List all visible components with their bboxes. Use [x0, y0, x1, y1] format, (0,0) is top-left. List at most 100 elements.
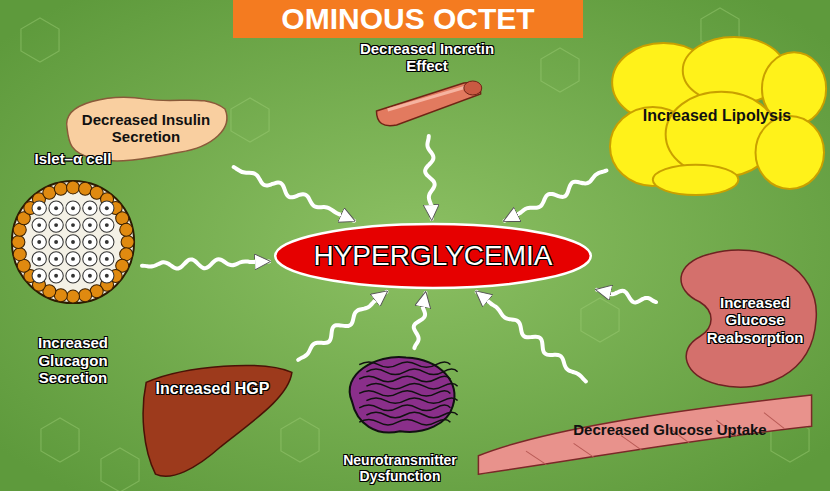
beta-cell [100, 252, 114, 266]
beta-cell [100, 201, 114, 215]
tube-shape [372, 80, 484, 130]
alpha-cell [67, 181, 80, 194]
cell-nucleus [37, 274, 41, 278]
alpha-cell [120, 223, 133, 236]
hexagon-mark [101, 448, 139, 491]
tube-figure [376, 81, 481, 126]
node-label: Decreased Glucose Uptake [573, 421, 766, 438]
wavy-arrow [477, 292, 586, 382]
cell-nucleus [88, 206, 92, 210]
node-label: Decreased Incretin Effect [356, 40, 498, 75]
beta-cell [83, 201, 97, 215]
brain-fold [366, 398, 457, 403]
islet-figure [12, 181, 134, 303]
beta-cell [83, 235, 97, 249]
beta-cell [100, 235, 114, 249]
cell-nucleus [105, 206, 109, 210]
node-label: Increased Glucose Reabsorption [692, 294, 818, 346]
cell-nucleus [71, 257, 75, 261]
cell-nucleus [71, 223, 75, 227]
kidney-node: Increased Glucose Reabsorption [660, 245, 826, 395]
beta-cell [66, 218, 80, 232]
beta-cell [66, 201, 80, 215]
beta-cell [66, 269, 80, 283]
beta-cell [32, 201, 46, 215]
hexagon-mark [231, 98, 269, 142]
brain-fold [359, 405, 450, 410]
beta-cell [66, 235, 80, 249]
cell-nucleus [37, 257, 41, 261]
beta-cell [83, 269, 97, 283]
beta-cell [66, 252, 80, 266]
brain-fold [359, 420, 450, 425]
node-label: Neurotransmitter Dysfunction [330, 452, 470, 484]
brain-fold [359, 362, 450, 367]
hexagon-mark [541, 48, 579, 92]
beta-cell [32, 235, 46, 249]
ellipse-node: HYPERGLYCEMIA [272, 222, 594, 290]
cell-nucleus [54, 223, 58, 227]
cell-nucleus [88, 257, 92, 261]
muscle-striation [764, 413, 784, 429]
brain-outline [350, 357, 455, 432]
hexagon-mark [41, 418, 79, 462]
cell-nucleus [88, 240, 92, 244]
islet-node: Islet–α cellIncreased Glucagon Secretion [8, 150, 138, 386]
node-label: Islet–α cell [35, 150, 112, 167]
beta-cell [49, 218, 63, 232]
alpha-cell [12, 236, 25, 249]
node-label: Decreased Insulin Secretion [76, 111, 216, 146]
liver-outline [143, 366, 292, 477]
fat-cell [756, 116, 824, 189]
brain-figure [350, 357, 458, 432]
cell-nucleus [71, 240, 75, 244]
cell-nucleus [105, 274, 109, 278]
beta-cell [32, 218, 46, 232]
cell-nucleus [71, 206, 75, 210]
cell-nucleus [88, 223, 92, 227]
brain-shape [340, 352, 460, 442]
beta-cell [49, 235, 63, 249]
fat-cell [653, 165, 739, 195]
alpha-cell [79, 289, 92, 302]
tube-end [464, 81, 482, 95]
tube-node: Decreased Incretin Effect [352, 40, 502, 132]
node-label: Increased Lipolysis [643, 107, 792, 125]
liver-node: Increased HGP [140, 360, 295, 484]
cell-nucleus [54, 257, 58, 261]
node-label: Increased HGP [156, 380, 270, 398]
beta-cell [100, 218, 114, 232]
cell-nucleus [37, 223, 41, 227]
muscle-node: Decreased Glucose Uptake [475, 384, 815, 476]
beta-cell [49, 252, 63, 266]
node-label: HYPERGLYCEMIA [313, 240, 552, 272]
beta-cell [49, 269, 63, 283]
cell-nucleus [54, 206, 58, 210]
cell-nucleus [37, 206, 41, 210]
title-text: OMINOUS OCTET [281, 2, 534, 37]
wavy-arrow [234, 167, 354, 221]
hexagon-mark [21, 18, 59, 62]
cell-nucleus [105, 240, 109, 244]
muscle-striation [574, 443, 594, 457]
cell-nucleus [105, 257, 109, 261]
brain-fold [359, 391, 450, 396]
wavy-arrow [505, 171, 607, 221]
center-ellipse [275, 224, 591, 288]
muscle-striation [526, 451, 546, 464]
tube-highlight [388, 87, 466, 110]
beta-cell [32, 252, 46, 266]
node-body: Increased Glucagon Secretion [10, 334, 136, 386]
brain-node: Neurotransmitter Dysfunction [328, 352, 472, 486]
brain-fold [359, 376, 450, 381]
brain-fold [366, 412, 457, 417]
cell-nucleus [54, 240, 58, 244]
muscle-figure [478, 395, 811, 474]
fat-node: Increased Lipolysis [610, 40, 824, 192]
liver-shape [140, 360, 295, 484]
islet-shape [8, 176, 138, 308]
cell-nucleus [88, 274, 92, 278]
fat-figure [610, 37, 826, 195]
